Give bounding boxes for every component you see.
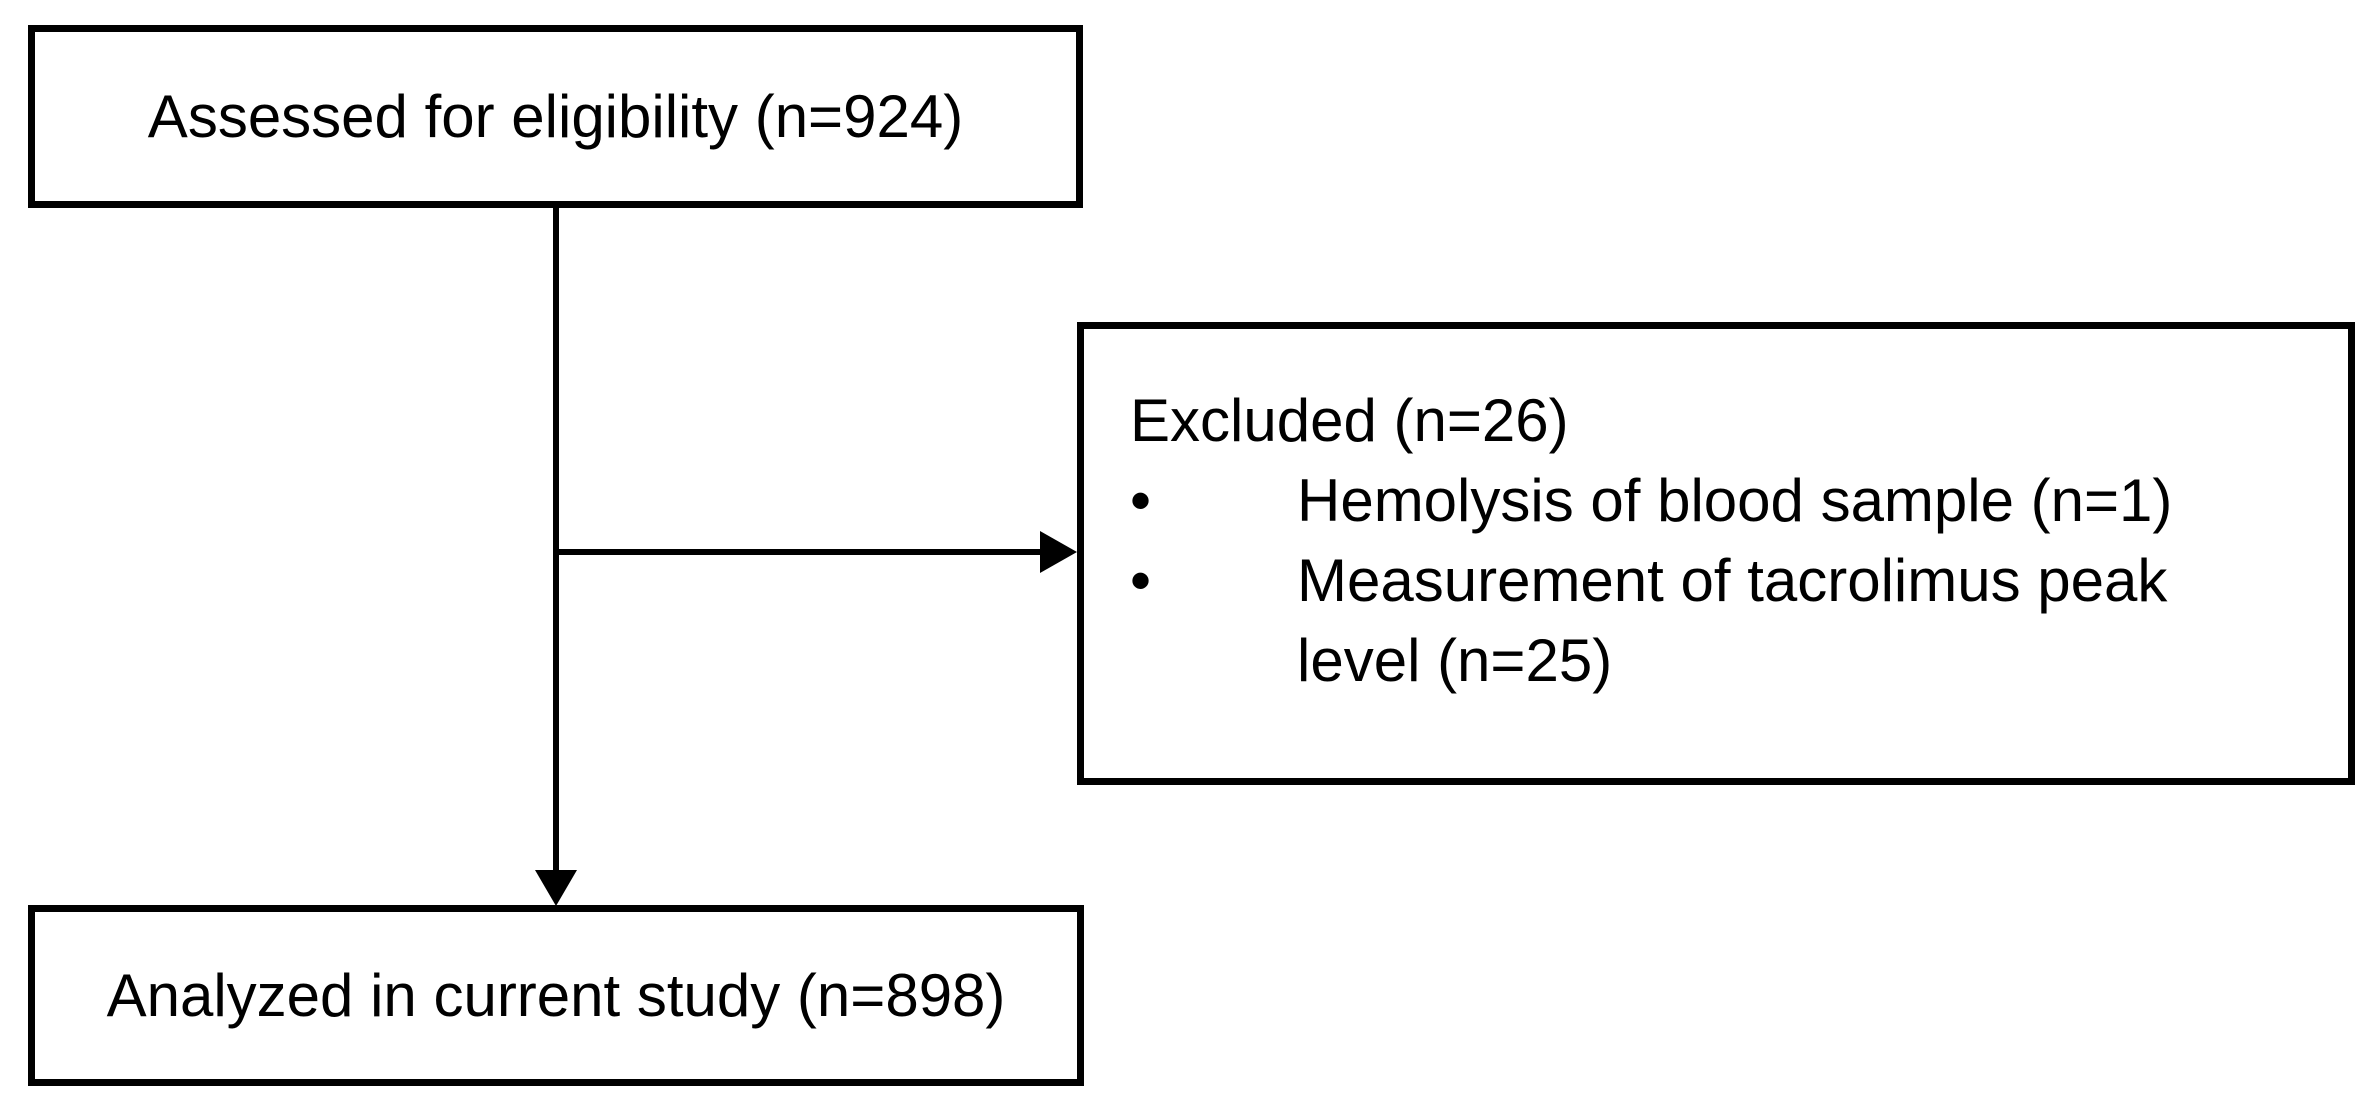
analyzed-label: Analyzed in current study (n=898) [106, 961, 1006, 1029]
excluded-title: Excluded (n=26) [1130, 387, 1569, 454]
down-arrow-line [553, 205, 559, 875]
analyzed-box: Analyzed in current study (n=898) [28, 905, 1084, 1086]
bullet-icon: • [1130, 467, 1152, 534]
right-arrow-line [556, 549, 1042, 555]
assessed-box: Assessed for eligibility (n=924) [28, 25, 1083, 208]
excluded-item-text: Hemolysis of blood sample (n=1) [1297, 467, 2173, 534]
excluded-box: Excluded (n=26) • Hemolysis of blood sam… [1077, 322, 2355, 785]
assessed-label: Assessed for eligibility (n=924) [147, 82, 964, 150]
excluded-item-text: Measurement of tacrolimus peak level (n=… [1297, 547, 2168, 694]
arrowhead-down-icon [535, 870, 577, 906]
arrowhead-right-icon [1040, 531, 1077, 573]
excluded-item-row: • Measurement of tacrolimus peak level (… [1130, 541, 2318, 701]
excluded-item-row: • Hemolysis of blood sample (n=1) [1130, 461, 2318, 541]
bullet-icon: • [1130, 547, 1152, 614]
